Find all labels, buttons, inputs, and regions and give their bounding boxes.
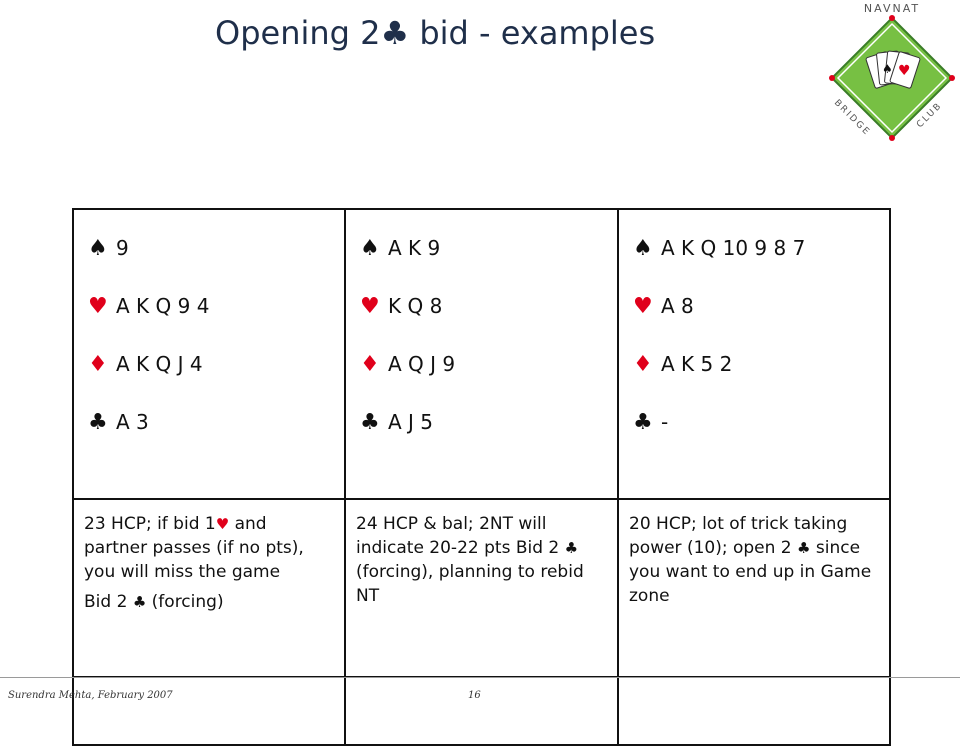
spades-line: ♠ A K 9 — [360, 232, 617, 290]
heart-icon: ♥ — [633, 294, 653, 319]
hearts-cards: A K Q 9 4 — [116, 294, 210, 318]
page-number: 16 — [468, 690, 481, 701]
spades-line: ♠ A K Q 10 9 8 7 — [633, 232, 889, 290]
diamond-icon: ♦ — [360, 352, 380, 377]
description-cell-3: 20 HCP; lot of trick taking power (10); … — [617, 498, 891, 678]
logo-top-text: NAVNAT — [864, 2, 920, 15]
clubs-cards: - — [661, 410, 669, 434]
spade-icon: ♠ — [633, 236, 653, 261]
hearts-line: ♥ K Q 8 — [360, 290, 617, 348]
diamonds-line: ♦ A K 5 2 — [633, 348, 889, 406]
spades-cards: 9 — [116, 236, 129, 260]
club-icon: ♣ — [360, 410, 380, 435]
playing-cards-icon: ♥ ♠ — [865, 50, 921, 89]
diamonds-line: ♦ A Q J 9 — [360, 348, 617, 406]
clubs-cards: A J 5 — [388, 410, 434, 434]
footer-divider — [0, 677, 960, 678]
diamonds-cards: A K Q J 4 — [116, 352, 203, 376]
footer-author: Surendra Mehta, February 2007 — [8, 690, 173, 701]
navnat-bridge-club-logo: ♥ ♠ NAVNAT BRIDGE CLUB — [829, 2, 955, 141]
description-text: 23 HCP; if bid 1♥ and partner passes (if… — [84, 514, 304, 582]
svg-text:♥: ♥ — [898, 63, 911, 79]
hands-row: ♠9 ♥A K Q 9 4 ♦A K Q J 4 ♣A 3 ♠A K 9 ♥K … — [72, 208, 891, 500]
clubs-line: ♣ A 3 — [88, 406, 344, 464]
spade-icon: ♠ — [88, 236, 108, 261]
hearts-line: ♥ A 8 — [633, 290, 889, 348]
description-cell-1: 23 HCP; if bid 1♥ and partner passes (if… — [72, 498, 346, 678]
hand-cell-1: ♠9 ♥A K Q 9 4 ♦A K Q J 4 ♣A 3 — [72, 208, 346, 500]
spades-cards: A K 9 — [388, 236, 441, 260]
svg-text:♠: ♠ — [882, 62, 893, 76]
heart-icon: ♥ — [88, 294, 108, 319]
description-text: 24 HCP & bal; 2NT will indicate 20-22 pt… — [356, 514, 584, 606]
spades-line: ♠9 — [88, 232, 344, 290]
club-icon: ♣ — [633, 410, 653, 435]
description-conclusion: Bid 2 ♣ (forcing) — [84, 592, 224, 612]
diamond-icon: ♦ — [633, 352, 653, 377]
slide-title: Opening 2♣ bid - examples — [215, 14, 656, 52]
diamonds-line: ♦ A K Q J 4 — [88, 348, 344, 406]
hearts-line: ♥ A K Q 9 4 — [88, 290, 344, 348]
description-text: 20 HCP; lot of trick taking power (10); … — [629, 514, 872, 606]
diamonds-cards: A Q J 9 — [388, 352, 456, 376]
clubs-line: ♣- — [633, 406, 889, 464]
hearts-cards: K Q 8 — [388, 294, 443, 318]
diamond-icon: ♦ — [88, 352, 108, 377]
spade-icon: ♠ — [360, 236, 380, 261]
heart-icon: ♥ — [360, 294, 380, 319]
hand-cell-2: ♠ A K 9 ♥ K Q 8 ♦ A Q J 9 ♣ A J 5 — [344, 208, 619, 500]
slide-footer: Surendra Mehta, February 2007 16 — [0, 688, 960, 708]
clubs-line: ♣ A J 5 — [360, 406, 617, 464]
spades-cards: A K Q 10 9 8 7 — [661, 236, 806, 260]
hearts-cards: A 8 — [661, 294, 694, 318]
diamonds-cards: A K 5 2 — [661, 352, 733, 376]
hand-cell-3: ♠ A K Q 10 9 8 7 ♥ A 8 ♦ A K 5 2 ♣- — [617, 208, 891, 500]
club-icon: ♣ — [88, 410, 108, 435]
description-cell-2: 24 HCP & bal; 2NT will indicate 20-22 pt… — [344, 498, 619, 678]
descriptions-row: 23 HCP; if bid 1♥ and partner passes (if… — [72, 498, 891, 678]
hands-table: ♠9 ♥A K Q 9 4 ♦A K Q J 4 ♣A 3 ♠A K 9 ♥K … — [72, 208, 891, 746]
clubs-cards: A 3 — [116, 410, 149, 434]
